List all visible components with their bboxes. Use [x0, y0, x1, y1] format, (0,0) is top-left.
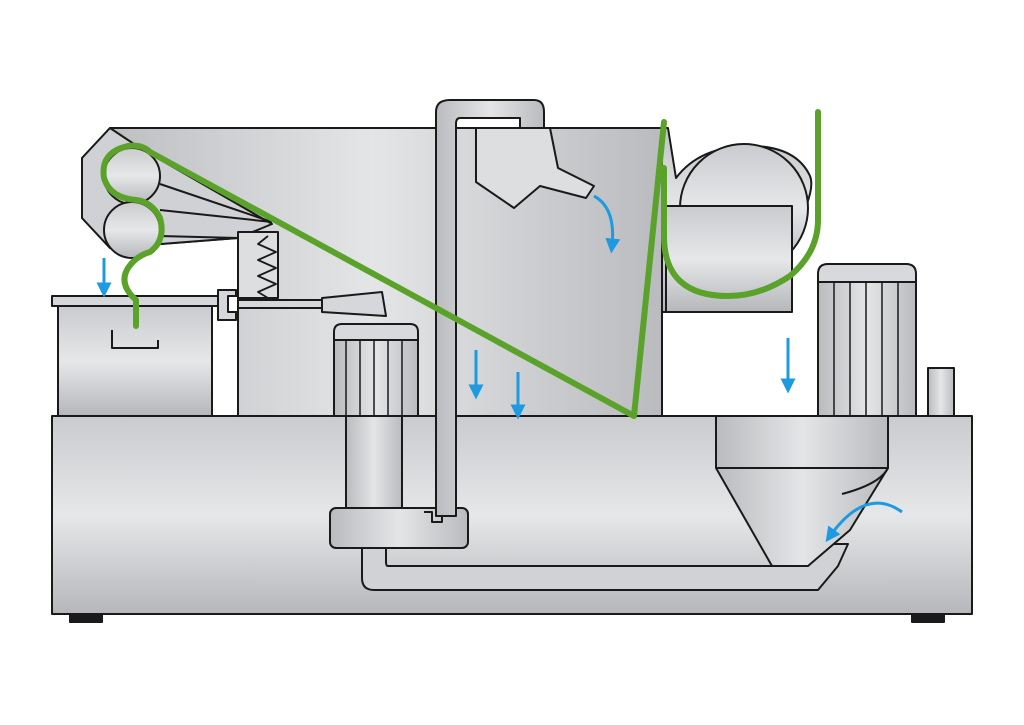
riser-pipe-foot [424, 511, 443, 523]
hopper-lip [841, 467, 889, 495]
spray-nozzle [321, 291, 387, 317]
right-foot [911, 613, 945, 623]
tank-outlet [111, 330, 159, 349]
sludge-hopper [715, 415, 889, 567]
discharge-hopper [475, 127, 595, 209]
riser-pipe [435, 99, 545, 517]
fan-motor-fins [833, 282, 899, 416]
control-box [927, 367, 955, 417]
nozzle-arm [235, 299, 327, 309]
pump-shaft-housing [345, 415, 403, 517]
feed-tray [51, 295, 231, 307]
flow-arrow-return [825, 501, 903, 543]
pump-motor [333, 339, 419, 417]
spring-housing [237, 231, 279, 299]
pump-motor-cap [333, 323, 419, 341]
pump-body [329, 507, 469, 549]
tension-spring [257, 235, 277, 299]
pump-motor-fins [345, 340, 403, 416]
web-path [100, 119, 667, 419]
flow-arrow-hopper [593, 194, 621, 254]
fan-motor-cap [817, 263, 917, 283]
left-foot [69, 613, 103, 623]
roller-frame [159, 183, 273, 239]
nozzle-clamp [227, 295, 239, 313]
web-loop [661, 109, 821, 299]
fan-motor [817, 281, 917, 417]
